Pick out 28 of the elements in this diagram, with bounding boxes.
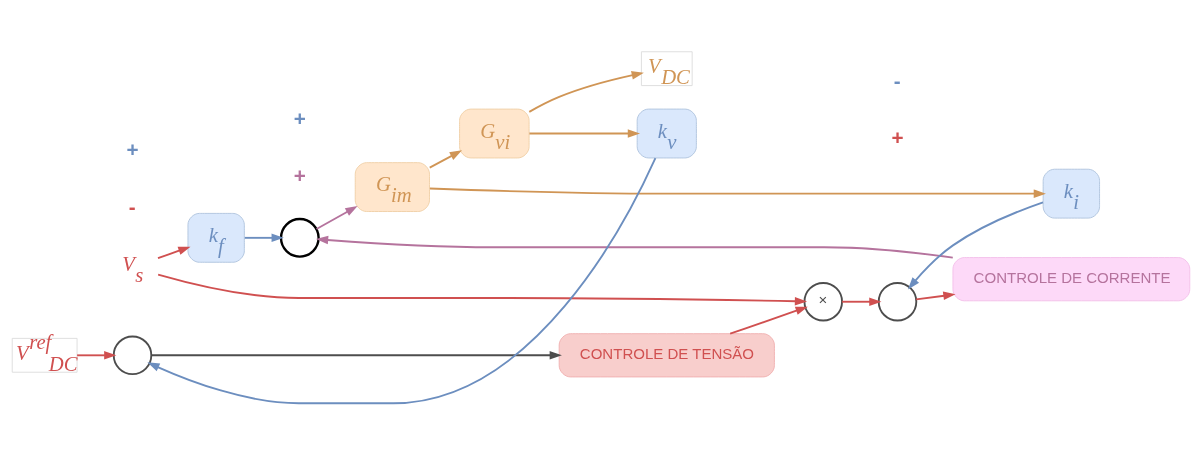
arrow <box>528 128 640 138</box>
arrow <box>841 296 882 306</box>
arrow <box>915 291 956 300</box>
arrow <box>157 246 191 259</box>
arrow <box>907 200 1044 289</box>
label: - <box>128 194 136 218</box>
node-box: CONTROLE DE CORRENTE <box>952 256 1191 301</box>
label: - <box>893 68 901 92</box>
label: + <box>126 137 139 161</box>
arrow <box>315 235 954 259</box>
arrow <box>157 273 808 305</box>
arrow <box>315 205 358 230</box>
label: + <box>293 163 306 187</box>
node-circle <box>112 335 153 375</box>
node-circle <box>877 281 918 321</box>
arrow <box>150 350 562 360</box>
label: + <box>293 106 306 130</box>
arrow <box>243 233 284 242</box>
arrow <box>528 70 644 113</box>
node-box: CONTROLE DE TENSÃO <box>558 332 775 377</box>
node-circle <box>279 217 320 258</box>
arrow <box>428 187 1046 198</box>
arrow <box>729 306 808 335</box>
arrow <box>76 350 117 360</box>
arrow <box>147 156 657 404</box>
arrow <box>428 149 462 169</box>
node-circle: × <box>803 281 843 321</box>
label: + <box>891 125 904 149</box>
